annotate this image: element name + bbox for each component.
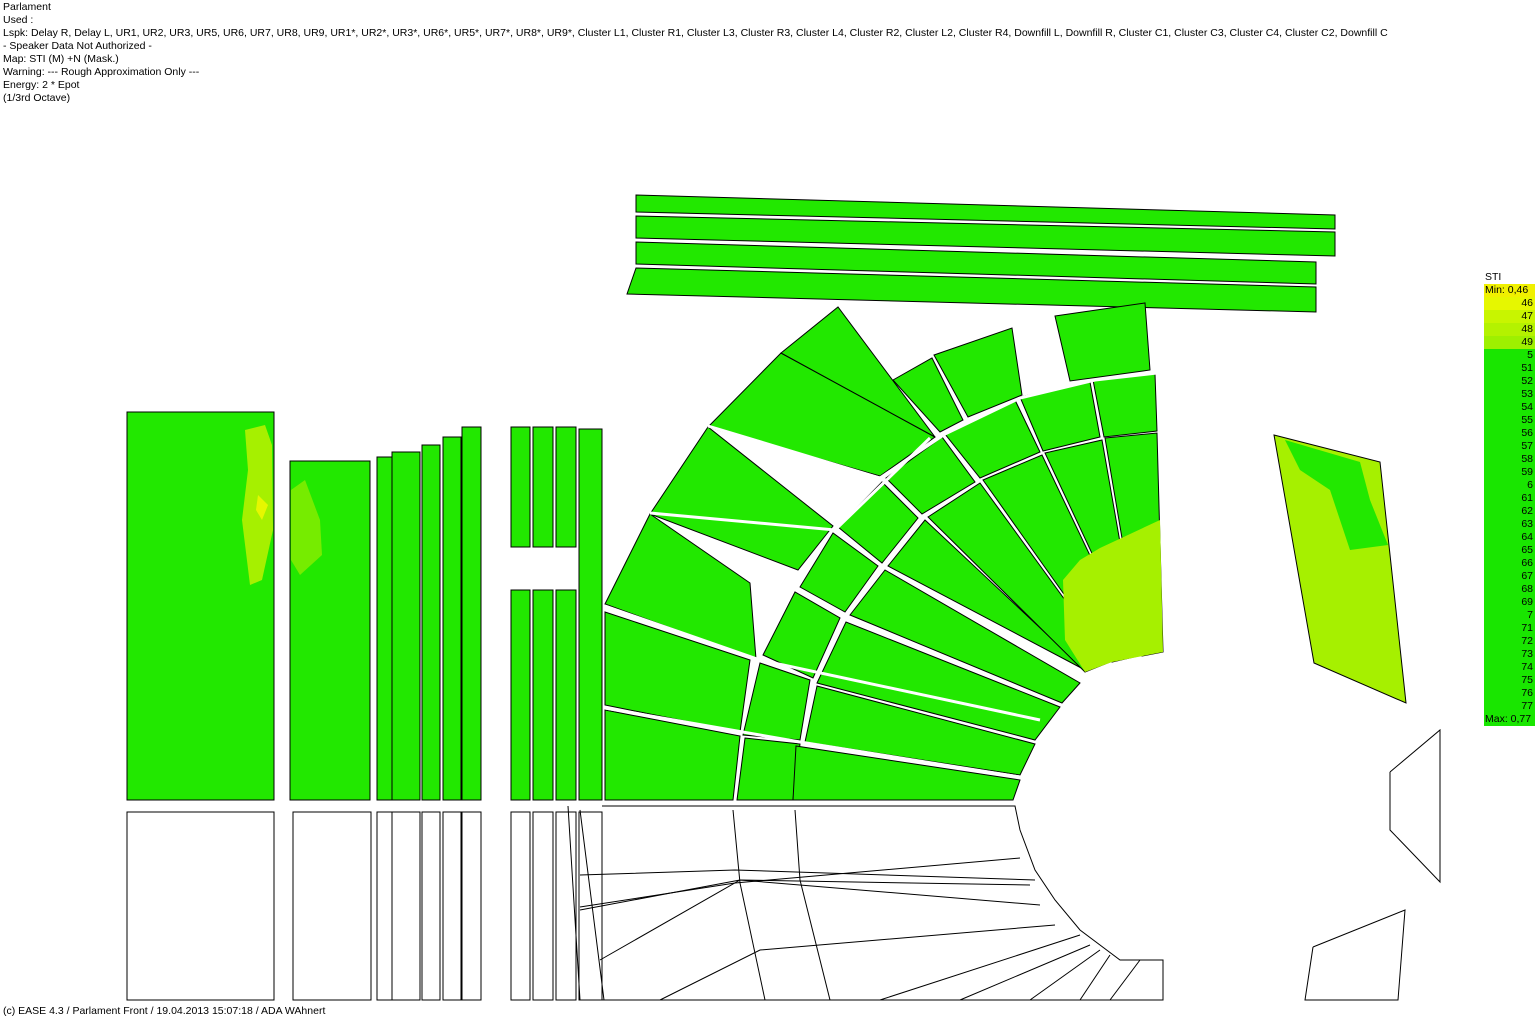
hotspot-right-panel-green [1285,440,1388,550]
map-type: Map: STI (M) +N (Mask.) [3,53,119,65]
loudspeaker-list: Lspk: Delay R, Delay L, UR1, UR2, UR3, U… [3,27,1388,39]
fan-seg-7 [1054,302,1151,382]
legend-row: 75 [1484,674,1535,687]
balcony-row-4 [626,267,1317,313]
fan-seg-21 [792,745,1021,801]
legend-min: Min: 0,46 [1484,284,1535,297]
balcony-row-3 [635,241,1317,285]
report-header: Parlament Used : Lspk: Delay R, Delay L,… [3,1,1388,105]
legend-row: 68 [1484,583,1535,596]
legend-row: 53 [1484,388,1535,401]
outline-left-block [126,811,275,1001]
balcony-row-1 [635,194,1336,230]
legend-row: 64 [1484,531,1535,544]
legend-row: 46 [1484,297,1535,310]
strip-4 [442,436,462,801]
fan-seg-5 [892,357,964,433]
legend-row: 66 [1484,557,1535,570]
legend-row: 51 [1484,362,1535,375]
fan-seg-10 [742,662,811,741]
strip-8-upper [555,426,577,548]
strip-2 [391,451,421,801]
legend-row: 77 [1484,700,1535,713]
strip-6-upper [510,426,531,548]
legend-row: 7 [1484,609,1535,622]
legend-title: STI [1485,271,1502,283]
fan-seg-11 [736,737,801,801]
outline-areas [126,728,1441,1001]
legend-row: 49 [1484,336,1535,349]
strip-6-lower [510,589,531,801]
legend-max: Max: 0,77 [1484,713,1535,726]
strip-1 [376,456,393,801]
hotspot-second-block [291,480,322,575]
octave-text: (1/3rd Octave) [3,92,71,104]
strip-3 [421,444,441,801]
speaker-data-note: - Speaker Data Not Authorized - [3,40,152,52]
legend-row: 73 [1484,648,1535,661]
strip-7-lower [532,589,554,801]
legend-row: 47 [1484,310,1535,323]
legend-row: 65 [1484,544,1535,557]
fan-gaps [604,371,1158,779]
legend-row: 71 [1484,622,1535,635]
legend-row: 58 [1484,453,1535,466]
legend-row: 76 [1484,687,1535,700]
legend-row: 63 [1484,518,1535,531]
legend-row: 5 [1484,349,1535,362]
legend-row: 61 [1484,492,1535,505]
legend-row: 6 [1484,479,1535,492]
strip-5 [461,426,482,801]
warning-text: Warning: --- Rough Approximation Only --… [3,66,200,78]
fan-seg-20 [804,685,1036,776]
fan-seg-15 [885,436,976,515]
fan-seg-18 [1092,373,1158,438]
legend-row: 67 [1484,570,1535,583]
legend-row: 69 [1484,596,1535,609]
strip-9 [578,428,603,801]
fan-seg-6 [933,327,1023,418]
hotspot-fan-right [1063,520,1163,672]
fan-seg-13 [799,532,879,613]
hotspot-left-block-peak [256,495,268,520]
fan-seg-2 [649,426,834,571]
energy-text: Energy: 2 * Epot [3,79,80,91]
footer-credits: (c) EASE 4.3 / Parlament Front / 19.04.2… [3,1005,326,1017]
legend-row: 62 [1484,505,1535,518]
fan-seg-22 [849,569,1081,704]
legend-row: 52 [1484,375,1535,388]
used-label: Used : [3,14,34,26]
legend-row: 48 [1484,323,1535,336]
legend-row: 72 [1484,635,1535,648]
fan-seg-4 [780,306,936,438]
legend-row: 57 [1484,440,1535,453]
outline-second-block [292,811,372,1001]
fan-seg-23 [887,519,1086,671]
legend-row: 54 [1484,401,1535,414]
area-right-panel [1273,434,1407,704]
strip-8-lower [555,589,577,801]
strip-7-upper [532,426,554,548]
legend-row: 56 [1484,427,1535,440]
fan-seg-12 [762,591,841,679]
legend-row: 74 [1484,661,1535,674]
coverage-areas [126,194,1407,801]
legend-row: 55 [1484,414,1535,427]
fan-seg-9 [604,709,741,801]
area-second-block [289,460,371,801]
project-name: Parlament [3,1,51,13]
balcony-row-2 [635,215,1336,257]
legend-row: 59 [1484,466,1535,479]
